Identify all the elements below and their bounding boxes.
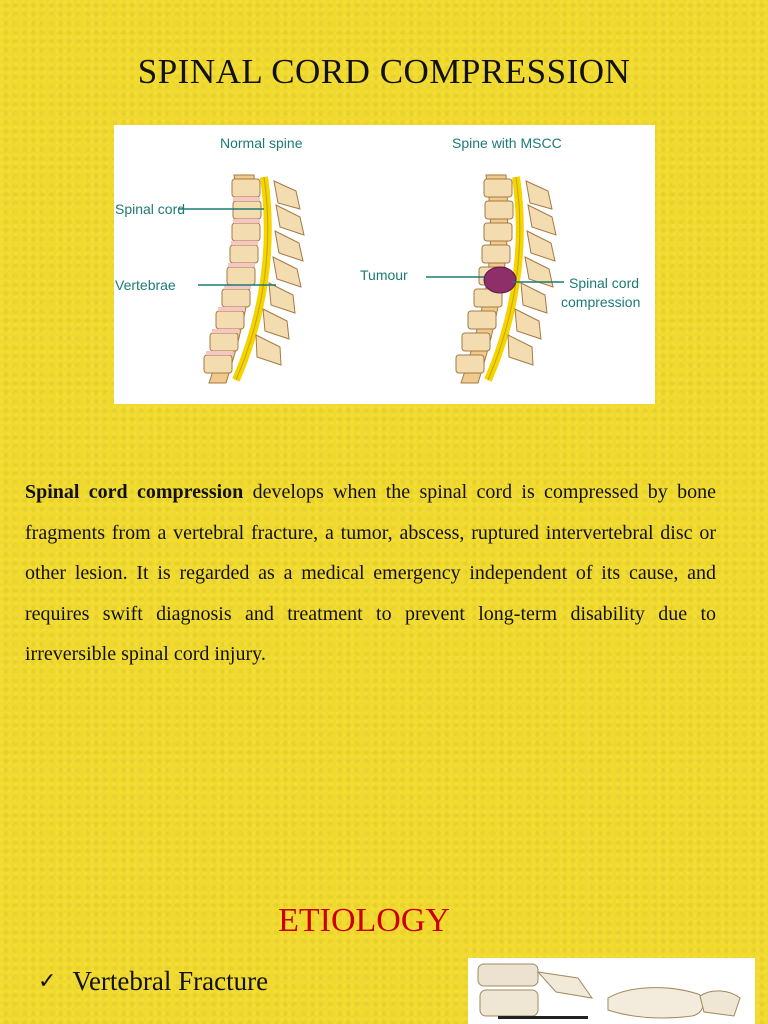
spine-illustration: Normal spine Spine with MSCC Spinal cord… (115, 135, 640, 384)
label-vertebrae: Vertebrae (115, 277, 176, 293)
slide-spinal-cord-compression: SPINAL CORD COMPRESSION (0, 0, 768, 432)
fracture-image (468, 958, 755, 1024)
etiology-title: ETIOLOGY (278, 902, 450, 939)
fracture-illustration (477, 963, 741, 1019)
slide-definition (0, 432, 768, 864)
bullet-item: ✓ Vertebral Fracture (38, 966, 268, 997)
checkmark-icon: ✓ (38, 969, 57, 994)
definition-body: develops when the spinal cord is compres… (25, 481, 716, 665)
spine-diagram: Normal spine Spine with MSCC Spinal cord… (114, 125, 655, 404)
label-spinal-cord: Spinal cord (115, 201, 185, 217)
bullet-text: Vertebral Fracture (72, 966, 269, 996)
label-compression-line2: compression (561, 294, 640, 310)
label-tumour: Tumour (360, 267, 408, 283)
tumour-mass (483, 266, 517, 294)
slide-etiology (0, 864, 768, 1024)
heading-spine-with-mscc: Spine with MSCC (452, 135, 562, 151)
heading-normal-spine: Normal spine (220, 135, 303, 151)
slide-title: SPINAL CORD COMPRESSION (137, 52, 631, 91)
label-compression-line1: Spinal cord (569, 275, 639, 291)
definition-term: Spinal cord compression (25, 481, 244, 503)
mscc-spine-drawing (426, 174, 564, 384)
normal-spine-drawing (178, 174, 305, 384)
definition-paragraph: Spinal cord compression develops when th… (25, 472, 716, 675)
